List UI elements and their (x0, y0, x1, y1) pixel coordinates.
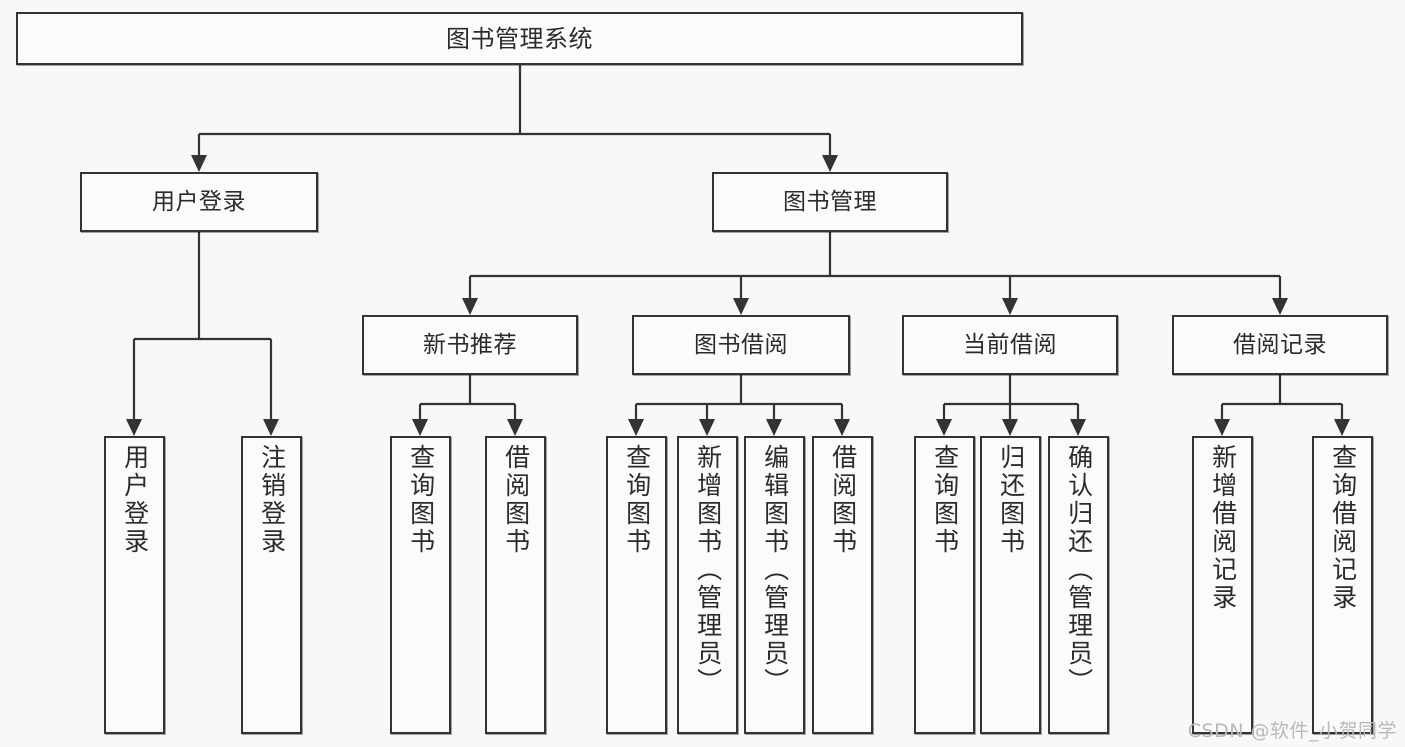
node-label: 借阅图书 (501, 444, 531, 556)
node-user-login[interactable]: 用户登录 (80, 172, 318, 232)
leaf-add-borrow-record[interactable]: 新增借阅记录 (1192, 436, 1253, 734)
node-label: 新书推荐 (423, 331, 517, 358)
node-label: 查询借阅记录 (1328, 444, 1358, 612)
node-label: 确认归还（管理员） (1064, 444, 1094, 696)
node-label: 查询图书 (406, 444, 436, 556)
leaf-add-book-admin[interactable]: 新增图书（管理员） (677, 436, 738, 734)
node-root-book-management-system[interactable]: 图书管理系统 (16, 12, 1023, 65)
leaf-borrow-books[interactable]: 借阅图书 (812, 436, 873, 734)
node-label: 当前借阅 (963, 331, 1057, 358)
leaf-return-books[interactable]: 归还图书 (980, 436, 1041, 734)
node-label: 注销登录 (257, 444, 287, 556)
leaf-borrow-books-new[interactable]: 借阅图书 (485, 436, 546, 734)
node-label: 图书管理系统 (446, 24, 593, 53)
leaf-query-borrow-record[interactable]: 查询借阅记录 (1312, 436, 1373, 734)
node-label: 新增借阅记录 (1208, 444, 1238, 612)
node-label: 查询图书 (622, 444, 652, 556)
node-label: 图书管理 (783, 188, 877, 215)
node-label: 借阅图书 (828, 444, 858, 556)
node-label: 用户登录 (152, 188, 246, 215)
node-label: 查询图书 (930, 444, 960, 556)
node-label: 新增图书（管理员） (693, 444, 723, 696)
node-book-management[interactable]: 图书管理 (712, 172, 948, 232)
node-label: 归还图书 (996, 444, 1026, 556)
node-label: 借阅记录 (1233, 331, 1327, 358)
node-new-book-recommendation[interactable]: 新书推荐 (362, 315, 578, 375)
node-label: 图书借阅 (694, 331, 788, 358)
watermark-text: CSDN @软件_小贺同学 (1187, 720, 1397, 742)
leaf-query-books-borrow[interactable]: 查询图书 (606, 436, 667, 734)
node-current-borrowing[interactable]: 当前借阅 (902, 315, 1118, 375)
node-label: 用户登录 (120, 444, 150, 556)
node-book-borrowing[interactable]: 图书借阅 (632, 315, 850, 375)
leaf-edit-book-admin[interactable]: 编辑图书（管理员） (744, 436, 805, 734)
leaf-query-books-current[interactable]: 查询图书 (914, 436, 975, 734)
leaf-logout[interactable]: 注销登录 (241, 436, 302, 734)
leaf-user-login[interactable]: 用户登录 (104, 436, 165, 734)
node-borrow-records[interactable]: 借阅记录 (1172, 315, 1388, 375)
leaf-query-books-new[interactable]: 查询图书 (390, 436, 451, 734)
node-label: 编辑图书（管理员） (760, 444, 790, 696)
leaf-confirm-return-admin[interactable]: 确认归还（管理员） (1048, 436, 1109, 734)
